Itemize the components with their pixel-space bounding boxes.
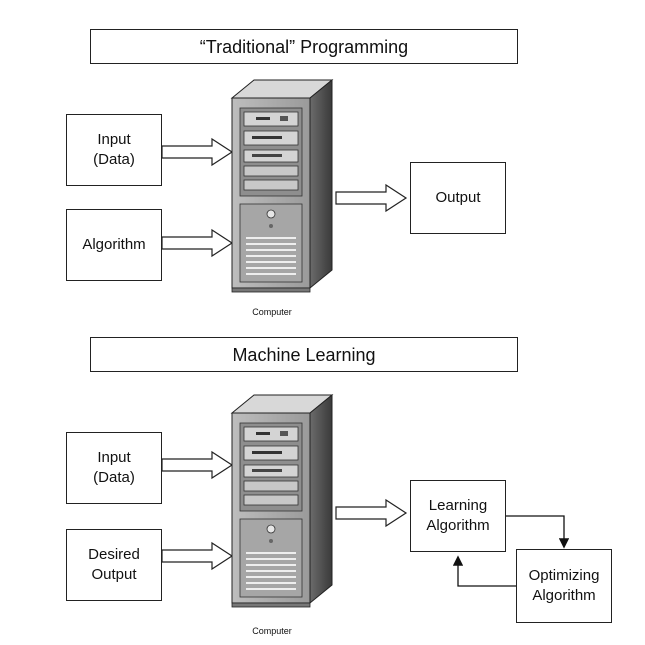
arrow-algorithm-to-computer — [161, 229, 233, 257]
section-title-machine-learning: Machine Learning — [90, 337, 518, 372]
arrow-input-to-computer — [161, 138, 233, 166]
traditional-title-text: “Traditional” Programming — [199, 36, 409, 57]
desired-output-box: Desired Output — [66, 529, 162, 601]
output-label: Output — [435, 189, 481, 206]
computer-caption-ml: Computer — [252, 626, 292, 636]
input-data-box: Input (Data) — [66, 114, 162, 186]
ml-input-data-box: Input (Data) — [66, 432, 162, 504]
desired-output-label: Desired Output — [88, 546, 140, 583]
computer-tower-icon — [231, 79, 333, 293]
connector-optimizing-to-learning — [452, 555, 516, 587]
connector-learning-to-optimizing — [505, 515, 570, 549]
ml-title-text: Machine Learning — [232, 344, 376, 365]
section-title-traditional: “Traditional” Programming — [90, 29, 518, 64]
input-data-label: Input (Data) — [93, 131, 135, 168]
ml-input-data-label: Input (Data) — [93, 449, 135, 486]
computer-caption: Computer — [252, 307, 292, 317]
optimizing-algorithm-box: Optimizing Algorithm — [516, 549, 612, 623]
optimizing-algorithm-label: Optimizing Algorithm — [528, 567, 600, 604]
arrow-computer-to-output — [335, 184, 407, 212]
learning-algorithm-box: Learning Algorithm — [410, 480, 506, 552]
learning-algorithm-label: Learning Algorithm — [426, 497, 490, 534]
arrow-input-to-computer-ml — [161, 451, 233, 479]
computer-tower-icon — [231, 394, 333, 608]
arrow-desired-output-to-computer — [161, 542, 233, 570]
arrow-computer-to-learning — [335, 499, 407, 527]
algorithm-label: Algorithm — [82, 236, 146, 253]
output-box: Output — [410, 162, 506, 234]
algorithm-box: Algorithm — [66, 209, 162, 281]
